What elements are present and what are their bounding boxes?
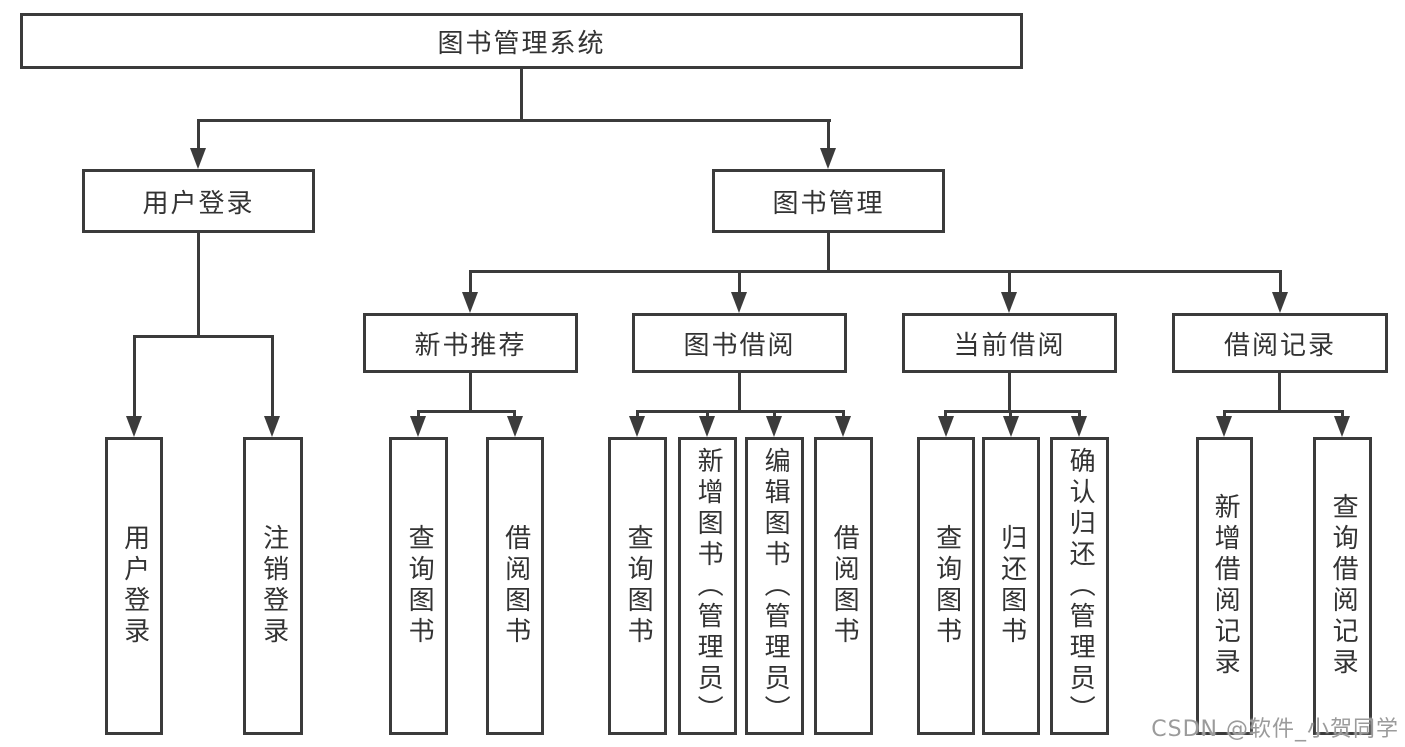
arrow-down-icon <box>190 148 206 169</box>
leaf-borrow-books-2: 借阅图书 <box>814 437 873 735</box>
leaf-logout: 注销登录 <box>243 437 303 735</box>
connector-line <box>1223 410 1344 413</box>
connector-line <box>469 373 472 412</box>
node-label: 用户登录 <box>119 524 150 648</box>
connector-line <box>842 410 845 418</box>
leaf-user-login: 用户登录 <box>105 437 163 735</box>
leaf-edit-book-admin: 编辑图书（管理员） <box>745 437 804 735</box>
node-label: 编辑图书（管理员） <box>760 446 791 726</box>
node-label: 图书借阅 <box>683 330 796 361</box>
arrow-down-icon <box>1334 416 1350 437</box>
node-label: 图书管理系统 <box>437 28 606 59</box>
leaf-confirm-return-admin: 确认归还（管理员） <box>1050 437 1109 735</box>
node-label: 注销登录 <box>258 524 289 648</box>
node-book-borrow: 图书借阅 <box>632 313 847 373</box>
connector-line <box>1223 410 1226 418</box>
leaf-return-book: 归还图书 <box>982 437 1040 735</box>
node-label: 用户登录 <box>142 188 255 219</box>
arrow-down-icon <box>462 292 478 313</box>
node-label: 图书管理 <box>772 188 885 219</box>
node-label: 归还图书 <box>996 524 1027 648</box>
arrow-down-icon <box>1001 292 1017 313</box>
connector-line <box>738 373 741 412</box>
connector-line <box>1078 410 1081 418</box>
connector-line <box>827 233 830 273</box>
connector-line <box>133 335 274 338</box>
connector-line <box>773 410 776 418</box>
node-label: 查询图书 <box>623 524 654 648</box>
node-label: 新增借阅记录 <box>1210 493 1241 679</box>
connector-line <box>1008 373 1011 412</box>
arrow-down-icon <box>835 416 851 437</box>
node-book-management-system: 图书管理系统 <box>20 13 1023 69</box>
arrow-down-icon <box>766 416 782 437</box>
connector-line <box>636 410 639 418</box>
connector-line <box>827 119 830 152</box>
connector-line <box>1341 410 1344 418</box>
arrow-down-icon <box>938 416 954 437</box>
connector-line <box>469 270 1282 273</box>
node-label: 新增图书（管理员） <box>693 446 724 726</box>
connector-line <box>1009 410 1012 418</box>
node-label: 借阅记录 <box>1223 330 1336 361</box>
leaf-query-books-1: 查询图书 <box>389 437 448 735</box>
node-label: 借阅图书 <box>829 524 860 648</box>
arrow-down-icon <box>820 148 836 169</box>
leaf-add-borrow-record: 新增借阅记录 <box>1196 437 1253 735</box>
node-current-borrow: 当前借阅 <box>902 313 1117 373</box>
connector-line <box>944 410 947 418</box>
arrow-down-icon <box>1071 416 1087 437</box>
arrow-down-icon <box>1216 416 1232 437</box>
node-label: 查询图书 <box>931 524 962 648</box>
leaf-add-book-admin: 新增图书（管理员） <box>678 437 737 735</box>
arrow-down-icon <box>264 416 280 437</box>
node-label: 查询借阅记录 <box>1328 493 1359 679</box>
node-label: 当前借阅 <box>953 330 1066 361</box>
connector-line <box>520 69 523 122</box>
connector-line <box>738 270 741 294</box>
connector-line <box>133 335 136 418</box>
leaf-query-borrow-record: 查询借阅记录 <box>1313 437 1372 735</box>
connector-line <box>417 410 420 418</box>
arrow-down-icon <box>1272 292 1288 313</box>
node-borrow-records: 借阅记录 <box>1172 313 1388 373</box>
connector-line <box>1008 270 1011 294</box>
arrow-down-icon <box>126 416 142 437</box>
leaf-query-books-3: 查询图书 <box>917 437 975 735</box>
node-label: 借阅图书 <box>500 524 531 648</box>
leaf-borrow-books-1: 借阅图书 <box>486 437 544 735</box>
arrow-down-icon <box>699 416 715 437</box>
arrow-down-icon <box>410 416 426 437</box>
connector-line <box>706 410 709 418</box>
connector-line <box>197 233 200 338</box>
arrow-down-icon <box>507 416 523 437</box>
arrow-down-icon <box>629 416 645 437</box>
leaf-query-books-2: 查询图书 <box>608 437 667 735</box>
arrow-down-icon <box>731 292 747 313</box>
node-book-management: 图书管理 <box>712 169 945 233</box>
connector-line <box>944 410 1081 413</box>
connector-line <box>513 410 516 418</box>
connector-line <box>271 335 274 418</box>
csdn-watermark: CSDN @软件_小贺同学 <box>1151 717 1399 742</box>
connector-line <box>197 119 831 122</box>
node-label: 新书推荐 <box>414 330 527 361</box>
node-label: 查询图书 <box>404 524 435 648</box>
connector-line <box>197 119 200 152</box>
connector-line <box>1279 270 1282 294</box>
connector-line <box>417 410 516 413</box>
connector-line <box>469 270 472 294</box>
node-new-book-recommend: 新书推荐 <box>363 313 578 373</box>
connector-line <box>636 410 845 413</box>
connector-line <box>1278 373 1281 412</box>
node-label: 确认归还（管理员） <box>1065 446 1096 726</box>
node-user-login: 用户登录 <box>82 169 315 233</box>
arrow-down-icon <box>1003 416 1019 437</box>
